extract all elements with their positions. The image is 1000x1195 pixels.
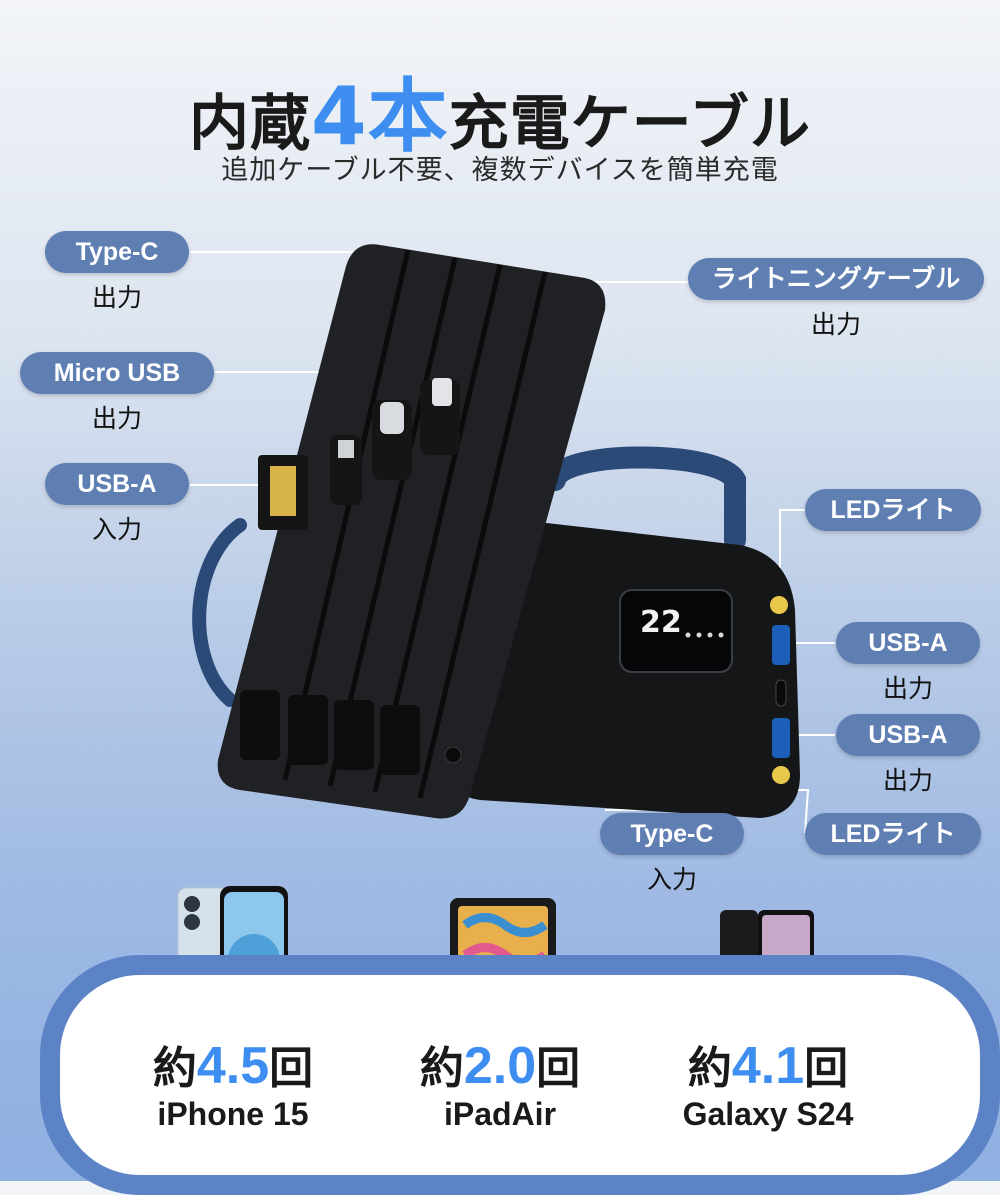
- title-post: 充電ケーブル: [448, 89, 812, 159]
- usb-a-port-2: [772, 718, 790, 758]
- stat-galaxy-count: 約4.1回: [638, 1032, 898, 1096]
- label-type-c-output-role: 出力: [91, 283, 142, 312]
- title-accent: 4本: [310, 70, 449, 163]
- display-reading: 22: [640, 605, 682, 640]
- led-light-bottom: [772, 766, 790, 784]
- stat-suffix: 回: [804, 1043, 849, 1094]
- pill-usb-a-output-1: USB-A: [836, 622, 980, 664]
- label-usb-a-output-1-role: 出力: [882, 674, 933, 703]
- stat-prefix: 約: [152, 1043, 197, 1094]
- pill-type-c-input: Type-C: [600, 813, 744, 855]
- device-name-iphone: iPhone 15: [157, 1096, 309, 1132]
- pill-type-c-output: Type-C: [45, 231, 189, 273]
- type-c-port: [775, 679, 787, 707]
- stat-suffix: 回: [536, 1043, 581, 1094]
- title-pre: 内蔵: [188, 89, 311, 159]
- pill-lightning-output: ライトニングケーブル: [688, 258, 984, 300]
- stat-ipad: 約2.0回 iPadAir: [370, 1032, 630, 1133]
- stat-galaxy: 約4.1回 Galaxy S24: [638, 1032, 898, 1133]
- pill-usb-a-input: USB-A: [45, 463, 189, 505]
- strap-back: [544, 446, 746, 551]
- power-bank-front: [217, 244, 606, 819]
- pill-led-light-top: LEDライト: [805, 489, 981, 531]
- device-name-galaxy: Galaxy S24: [682, 1096, 854, 1132]
- label-usb-a-input-role: 入力: [91, 515, 142, 544]
- subtitle: 追加ケーブル不要、複数デバイスを簡単充電: [221, 155, 779, 186]
- stat-prefix: 約: [419, 1043, 464, 1094]
- battery-display: [619, 589, 733, 673]
- lightning-tip: [432, 378, 452, 406]
- pill-led-light-bottom: LEDライト: [805, 813, 981, 855]
- stat-number: 4.5: [196, 1037, 270, 1095]
- stat-iphone: 約4.5回 iPhone 15: [103, 1032, 363, 1133]
- type-c-tip: [380, 402, 404, 434]
- pill-micro-usb-output: Micro USB: [20, 352, 214, 394]
- usb-a-port-1: [772, 625, 790, 665]
- connectors: [258, 378, 460, 530]
- stat-number: 2.0: [463, 1037, 537, 1095]
- led-light-top: [770, 596, 788, 614]
- usb-a-contacts: [270, 466, 296, 516]
- strap-front: [192, 518, 247, 707]
- cable-channels: [282, 249, 548, 799]
- micro-usb-tip: [338, 440, 354, 458]
- cable-slots: [240, 690, 420, 775]
- stat-ipad-count: 約2.0回: [370, 1032, 630, 1096]
- label-usb-a-output-2-role: 出力: [882, 766, 933, 795]
- device-name-ipad: iPadAir: [443, 1096, 557, 1132]
- page-title: 内蔵4本充電ケーブル: [0, 52, 1000, 168]
- label-micro-usb-output-role: 出力: [91, 404, 142, 433]
- label-lightning-output-role: 出力: [810, 310, 861, 339]
- display-dots: [685, 632, 724, 638]
- stat-number: 4.1: [731, 1037, 805, 1095]
- power-button: [444, 746, 462, 764]
- stat-suffix: 回: [269, 1043, 314, 1094]
- stat-iphone-count: 約4.5回: [103, 1032, 363, 1096]
- stat-prefix: 約: [687, 1043, 732, 1094]
- pill-usb-a-output-2: USB-A: [836, 714, 980, 756]
- label-type-c-input-role: 入力: [646, 865, 697, 894]
